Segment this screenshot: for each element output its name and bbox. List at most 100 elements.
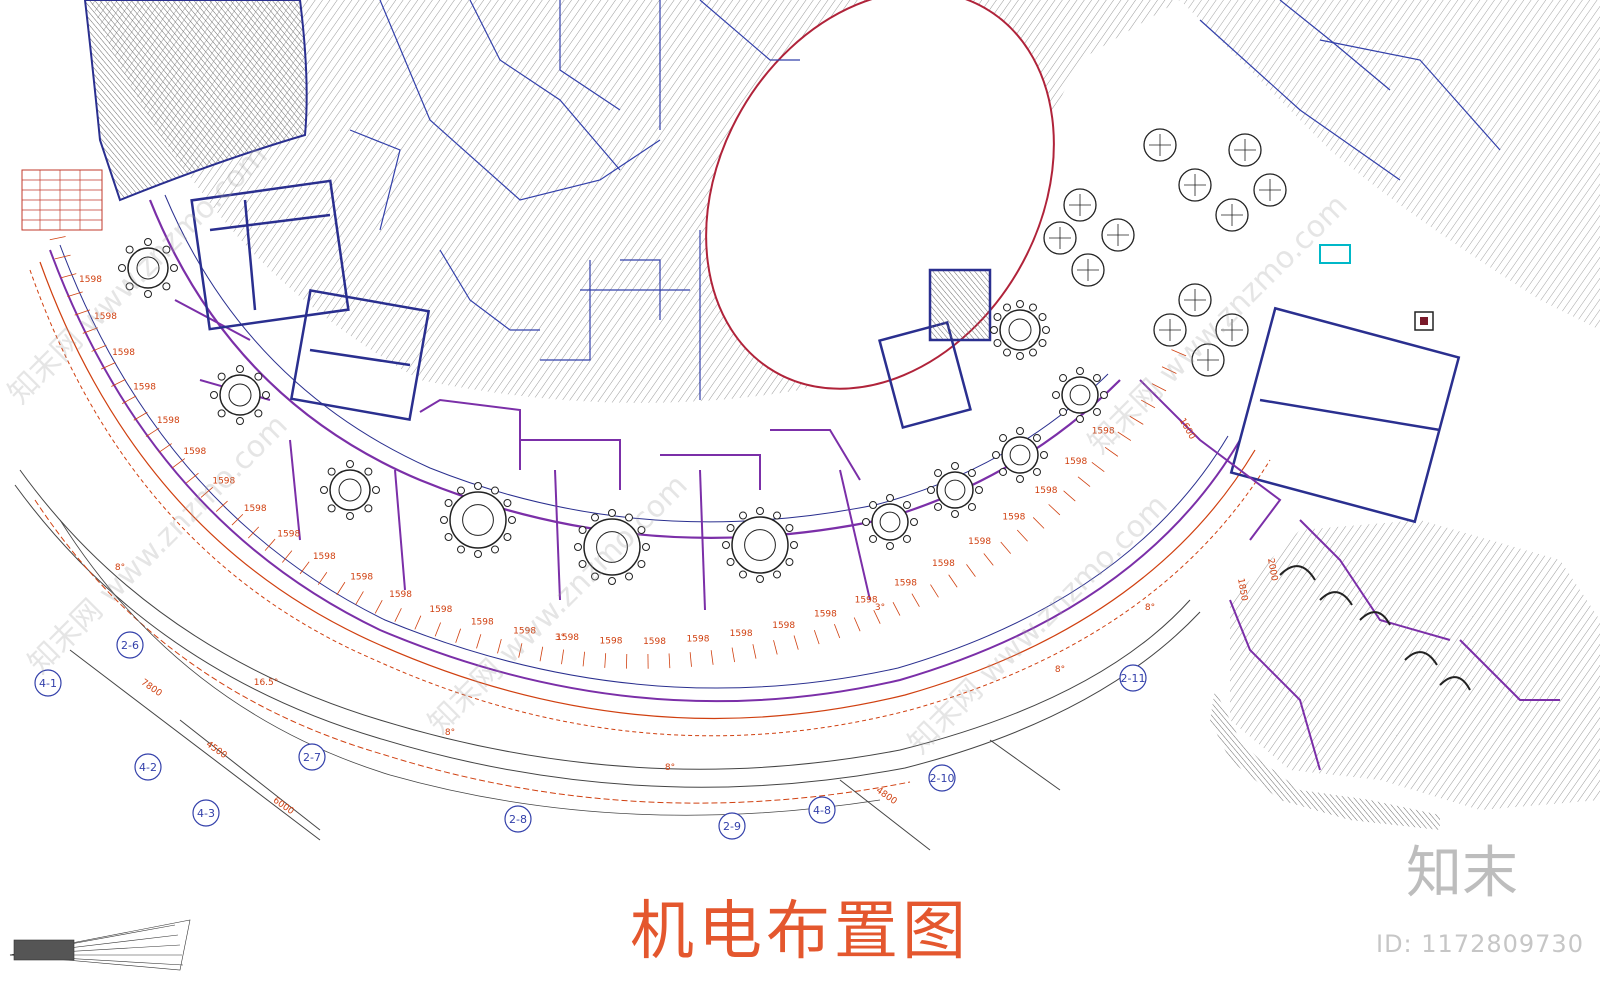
chair: [975, 486, 983, 494]
module-dimension: 1598: [600, 637, 623, 647]
dimension-tick: [247, 526, 260, 539]
chair: [457, 486, 465, 495]
round-table: [219, 374, 261, 416]
chair: [1038, 313, 1047, 321]
chair: [236, 417, 244, 425]
dimension-tick: [158, 443, 172, 453]
chair: [474, 550, 482, 558]
chair: [1016, 427, 1024, 435]
chair: [578, 526, 587, 534]
table-inner-ring: [1009, 444, 1031, 466]
dimension-tick: [394, 608, 402, 622]
chair: [474, 482, 482, 490]
dimension-tick: [1032, 517, 1045, 529]
chair: [444, 499, 453, 507]
chair: [254, 372, 263, 381]
dimension-tick: [414, 615, 422, 630]
chair: [886, 494, 894, 502]
dimension-tick: [434, 622, 441, 637]
dimension-label: 16.5°: [254, 678, 279, 688]
module-dimension: 1598: [513, 627, 536, 637]
axis-label: 2-6: [121, 639, 139, 652]
module-dimension: 1598: [350, 572, 373, 582]
dimension-arc-4: [14, 484, 1201, 788]
dimension-tick: [892, 602, 901, 616]
module-dimension: 1598: [112, 348, 135, 358]
dimension-tick: [1140, 399, 1156, 409]
dimension-tick: [264, 538, 276, 551]
chair: [591, 572, 599, 581]
dimension-tick: [186, 472, 199, 484]
dimension-tick: [74, 309, 90, 316]
table-inner-ring: [744, 529, 776, 561]
module-dimension: 1598: [277, 529, 300, 539]
dimension-tick: [1091, 461, 1105, 473]
radial-ticks: [49, 236, 1187, 669]
chair: [642, 543, 650, 551]
module-dimension: 1598: [94, 312, 117, 322]
burner-cross: [1049, 227, 1071, 249]
module-dimension: 1598: [772, 621, 795, 631]
axis-label: 2-9: [723, 820, 741, 833]
chair: [1052, 391, 1060, 399]
dimension-tick: [49, 236, 66, 241]
chair: [262, 391, 270, 399]
chair: [210, 391, 218, 399]
image-id-label: ID: 1172809730: [1376, 930, 1584, 958]
chair: [1003, 303, 1011, 312]
axis-bubble: [116, 631, 144, 659]
dimension-tick: [731, 647, 736, 663]
chair: [1092, 407, 1101, 416]
chair: [118, 264, 126, 272]
module-dimension: 1598: [1092, 426, 1115, 436]
dimension-tick: [604, 653, 607, 668]
burner-cross: [1197, 349, 1219, 371]
dimension-tick: [200, 487, 214, 498]
dimension-tick: [215, 500, 228, 512]
dimension-tick: [1161, 366, 1177, 374]
module-dimension: 1598: [244, 504, 267, 514]
table-inner-ring: [136, 256, 160, 280]
dimension-tick: [813, 630, 820, 645]
chair: [364, 467, 373, 476]
right-wing-partitions: [1139, 379, 1560, 771]
chair: [1032, 434, 1041, 443]
chair: [927, 486, 935, 494]
module-dimension: 1598: [79, 275, 102, 285]
chair: [1029, 303, 1037, 312]
chair: [346, 460, 354, 468]
dimension-tick: [231, 513, 244, 526]
dimension-tick: [1117, 431, 1132, 441]
module-dimension: 1598: [968, 537, 991, 547]
table-inner-ring: [228, 383, 252, 407]
dimension-arc-2: [29, 269, 1271, 737]
chair: [327, 467, 336, 476]
burner-cross: [1107, 224, 1129, 246]
dimension-tick: [54, 254, 71, 260]
outer-wall-arc-2: [59, 244, 1229, 689]
dimension-tick: [299, 561, 310, 575]
chair: [144, 290, 152, 298]
dimension-label: 8°: [665, 763, 675, 773]
round-table: [127, 247, 169, 289]
dimension-arc-6: [59, 519, 881, 816]
axis-bubble: [1119, 664, 1147, 692]
table-inner-ring: [1008, 318, 1032, 342]
dimension-tick: [1000, 541, 1011, 554]
chair: [236, 365, 244, 373]
chair: [992, 451, 1000, 459]
dimension-label: 3°: [555, 633, 565, 643]
table-inner-ring: [879, 511, 901, 533]
chair: [773, 511, 781, 520]
chair: [951, 462, 959, 470]
dimension-tick: [930, 584, 939, 598]
dimension-tick: [752, 644, 757, 659]
dimension-tick: [60, 273, 77, 279]
dimension-tick: [374, 599, 383, 614]
chair: [625, 513, 633, 522]
dimension-tick: [1104, 447, 1119, 457]
axis-label: 4-1: [39, 677, 57, 690]
dimension-label: 7800: [139, 678, 164, 699]
chair: [503, 499, 512, 507]
